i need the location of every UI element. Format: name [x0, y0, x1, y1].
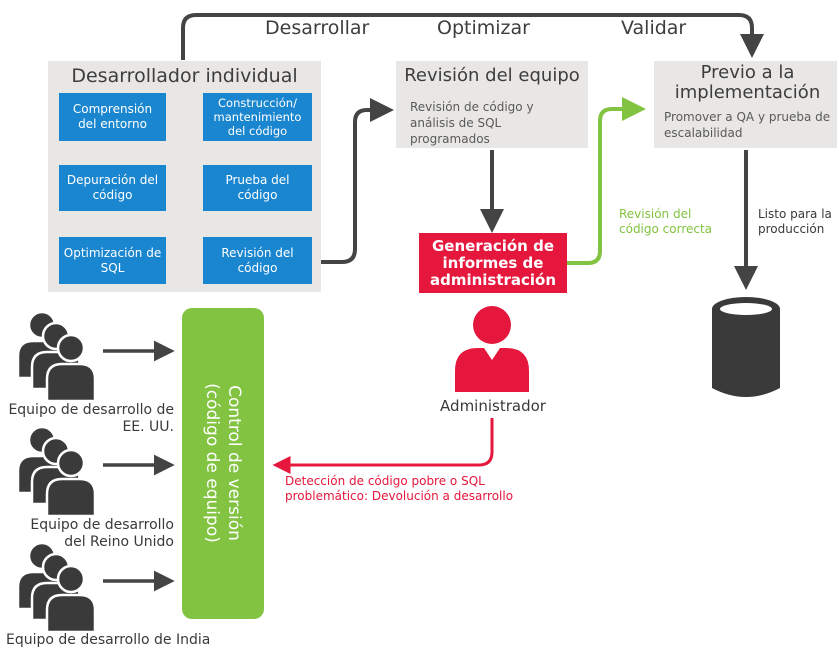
phase-optimizar: Optimizar — [437, 17, 530, 39]
arrow-review-ok — [567, 97, 646, 265]
team-review-panel: Revisión del equipo Revisión de código y… — [396, 61, 588, 148]
team-review-title: Revisión del equipo — [404, 65, 580, 86]
team-uk-label: Equipo de desarrollo del Reino Unido — [30, 517, 174, 550]
pre-implementation-title: Previo a la implementación — [674, 62, 821, 103]
team-us-icon — [16, 310, 97, 403]
pre-implementation-desc: Promover a QA y prueba de escalabilidad — [664, 110, 831, 140]
version-control-label: Control de versión (código de equipo) — [201, 308, 245, 618]
feedback-label: Detección de código pobre o SQL problemá… — [285, 474, 514, 503]
team-uk-icon — [16, 425, 97, 518]
team-us-label: Equipo de desarrollo de EE. UU. — [8, 402, 174, 435]
step-depuracion: Depuración del código — [59, 165, 166, 211]
admin-label: Administrador — [440, 397, 546, 415]
team-review-desc: Revisión de código y análisis de SQL pro… — [410, 100, 534, 146]
step-revision-codigo: Revisión del código — [203, 237, 312, 284]
version-control-subtitle: (código de equipo) — [202, 383, 222, 543]
database-icon — [712, 297, 780, 397]
top-loop-arrow — [181, 13, 764, 60]
pre-implementation-panel: Previo a la implementación Promover a QA… — [654, 61, 837, 148]
phase-desarrollar: Desarrollar — [265, 17, 370, 39]
ready-production-label: Listo para la producción — [758, 207, 832, 236]
step-comprension: Comprensión del entorno — [59, 93, 166, 141]
step-optimizacion: Optimización de SQL — [59, 237, 166, 284]
step-prueba: Prueba del código — [203, 165, 312, 211]
review-ok-label: Revisión del código correcta — [619, 207, 713, 236]
step-construccion: Construcción/ mantenimiento del código — [203, 93, 312, 141]
team-india-icon — [16, 541, 97, 634]
version-control-title: Control de versión — [224, 385, 244, 541]
team-india-label: Equipo de desarrollo de India — [6, 632, 211, 648]
arrow-feedback — [272, 418, 494, 474]
individual-developer-title: Desarrollador individual — [71, 65, 298, 87]
arrow-to-team-review — [317, 98, 394, 264]
management-report-box: Generación de informes de administración — [419, 233, 567, 293]
phase-validar: Validar — [621, 17, 687, 39]
admin-person-icon — [455, 306, 529, 392]
version-control-box — [182, 308, 264, 619]
